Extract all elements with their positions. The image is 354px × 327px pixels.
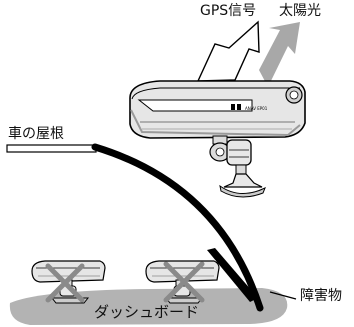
gps-signal-label: GPS信号: [200, 3, 257, 19]
windshield-line: [91, 143, 264, 312]
device-brand-text: ANAV EP01: [245, 106, 268, 111]
gps-signal-arrow-icon: [196, 20, 260, 82]
cross-mark-icon: [45, 263, 85, 303]
obstacle-label: 障害物: [300, 288, 342, 304]
obstacle-shape: [207, 248, 297, 302]
car-roof-label: 車の屋根: [8, 126, 64, 142]
sunlight-label: 太陽光: [279, 3, 321, 19]
cross-mark-icon: [163, 261, 205, 303]
sunlight-arrow-icon: [259, 22, 300, 87]
car-roof-bar: [6, 144, 97, 153]
gps-device-main: ANAV EP01: [129, 80, 306, 198]
dashboard-label: ダッシュボード: [94, 303, 200, 321]
